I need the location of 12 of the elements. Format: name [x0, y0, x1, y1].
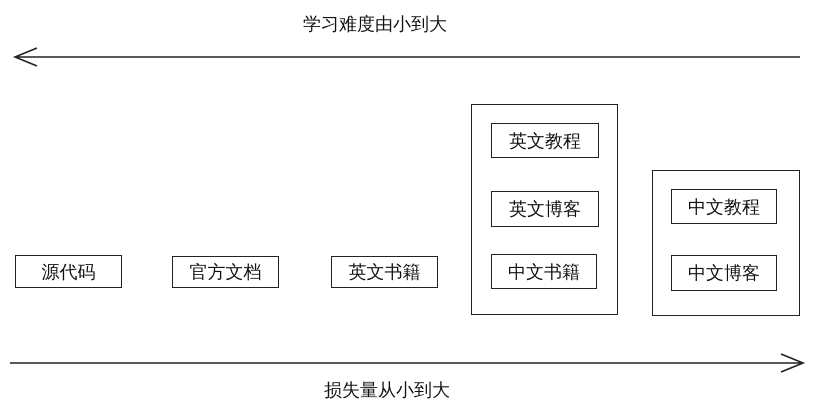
text-box: 中文书籍 [491, 254, 597, 289]
text-box: 源代码 [15, 255, 122, 288]
text-box: 官方文档 [172, 256, 279, 288]
axis-label: 学习难度由小到大 [303, 13, 447, 36]
text-box: 中文博客 [671, 255, 777, 291]
text-box: 英文博客 [491, 191, 599, 227]
group-box [652, 170, 800, 316]
text-box: 英文书籍 [331, 256, 438, 288]
group-box [471, 104, 618, 315]
axis-label: 损失量从小到大 [324, 379, 450, 402]
text-box: 中文教程 [671, 189, 777, 224]
text-box: 英文教程 [491, 123, 599, 158]
